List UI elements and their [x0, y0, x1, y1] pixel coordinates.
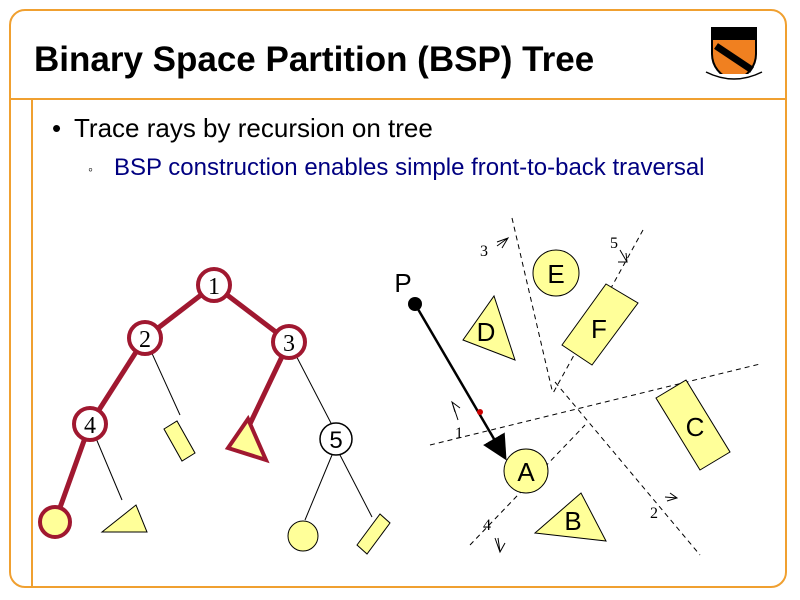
- partition-label: 3: [480, 243, 488, 260]
- tree-edge: [304, 454, 333, 521]
- leaf-circle-a: [38, 505, 72, 539]
- leaf-triangle-b: [100, 504, 148, 533]
- ray-origin-label: P: [394, 268, 411, 298]
- tree-node-3: [271, 324, 307, 360]
- object-label: A: [517, 457, 535, 487]
- partition-label: 1: [455, 425, 463, 442]
- tree-node-4: [72, 406, 108, 442]
- object-label: C: [686, 412, 705, 442]
- normal-arrow-3: [496, 237, 510, 249]
- tree-node-5: [319, 422, 353, 456]
- partition-line-2: [554, 381, 701, 556]
- tree-node-label: 1: [208, 274, 220, 300]
- bullet-level-1: • Trace rays by recursion on tree: [52, 113, 433, 144]
- object-a: [503, 448, 549, 494]
- object-d: [462, 294, 516, 361]
- tree-node-label: 2: [139, 327, 151, 353]
- left-margin-line: [31, 98, 33, 586]
- tree-node-1: [196, 267, 232, 303]
- object-f: [561, 283, 639, 366]
- partition-line-1: [429, 363, 761, 446]
- ray-intersection-point: [477, 409, 483, 415]
- object-b: [533, 492, 607, 542]
- partition-label: 2: [650, 505, 658, 522]
- normal-arrow-2: [664, 492, 679, 502]
- tree-node-label: 4: [84, 413, 96, 439]
- bullet-marker: •: [52, 113, 62, 143]
- object-e: [532, 249, 580, 297]
- bullet-level-2: ◦ BSP construction enables simple front-t…: [88, 154, 705, 182]
- normal-arrow-1: [451, 400, 461, 421]
- partition-label: 4: [483, 517, 491, 534]
- tree-edge: [339, 454, 373, 518]
- ray-arrow: [413, 303, 507, 461]
- object-label: B: [564, 506, 581, 536]
- leaf-triangle-d: [224, 414, 270, 464]
- object-label: D: [477, 317, 496, 347]
- object-label: F: [591, 314, 607, 344]
- bsp-tree: 1 2 3 4 5: [38, 267, 391, 555]
- bsp-scene: 3 5 1 2 4 E D F C A B P: [394, 217, 761, 556]
- university-shield-icon: [702, 27, 766, 88]
- partition-line-3: [511, 217, 553, 391]
- sub-bullet-text: BSP construction enables simple front-to…: [114, 154, 705, 181]
- normal-arrow-4: [494, 537, 506, 554]
- tree-node-label: 3: [283, 331, 295, 357]
- slide-frame: [9, 9, 787, 588]
- normal-arrow-5: [618, 249, 628, 263]
- bullet-text: Trace rays by recursion on tree: [74, 113, 433, 143]
- title-underline: [11, 98, 785, 100]
- object-label: E: [547, 259, 564, 289]
- sub-bullet-marker: ◦: [88, 160, 93, 177]
- leaf-rect-c: [163, 420, 196, 462]
- tree-node-2: [127, 320, 163, 356]
- leaf-rect-f: [356, 513, 391, 555]
- object-c: [655, 379, 731, 471]
- leaf-circle-e: [287, 520, 319, 552]
- slide-title: Binary Space Partition (BSP) Tree: [34, 40, 595, 79]
- tree-node-label: 5: [329, 427, 342, 454]
- partition-label: 5: [610, 235, 618, 252]
